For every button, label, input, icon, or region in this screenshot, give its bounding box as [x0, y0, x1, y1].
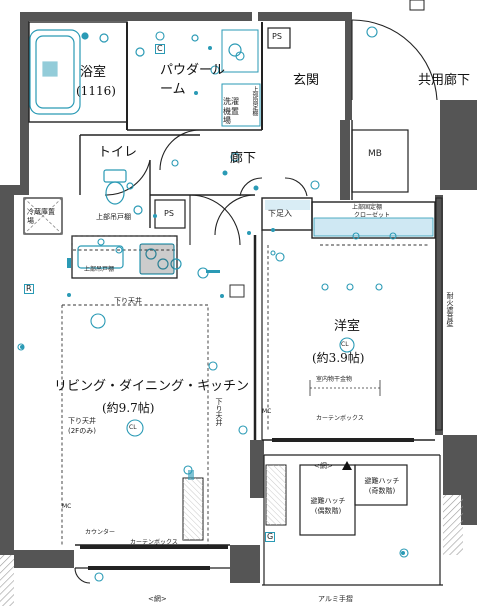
ps-label-2: PS [164, 209, 174, 218]
escape-hatch-odd: 避難ハッチ [364, 477, 400, 485]
ldk-size: (約9.7帖) [102, 401, 155, 415]
electrical-symbols [17, 26, 409, 582]
upper-shelf-powder-label: 上部固定棚 [251, 86, 258, 116]
ldk-label: リビング・ダイニング・キッチン [54, 379, 250, 394]
symbol-cl-2: CL [129, 424, 137, 431]
bathroom-label: 浴室 [80, 65, 107, 80]
symbol-cl-1: CL [341, 341, 349, 348]
toilet-label: トイレ [98, 145, 138, 160]
symbol-mc-1: MC [262, 408, 272, 415]
lowered-ceiling-top: 下り天井 [114, 297, 142, 305]
lowered-ceiling-right: 下り天井 [215, 398, 223, 426]
western-room-label: 洋室 [334, 319, 361, 334]
curtain-box-ldk-label: カーテンボックス [130, 539, 178, 546]
escape-hatch-even-note: (偶数階) [314, 507, 342, 515]
doors [74, 19, 438, 584]
upper-cabinet-kitchen-label: 上部吊戸棚 [84, 266, 115, 273]
mesh-label-bottom: <網> [148, 595, 167, 603]
interior-walls [23, 21, 443, 586]
hallway-label: 廊下 [230, 151, 257, 166]
bathroom-size: (1116) [76, 84, 116, 98]
aluminum-handrail-label: アルミ手摺 [318, 595, 353, 603]
fridge-space-label: 冷蔵庫置場 [27, 208, 55, 226]
shoe-box-label: 下足入 [268, 209, 292, 218]
fireproof-wall-label: 耐火遮音壁 [446, 292, 454, 327]
closet-label: クローゼット [354, 212, 391, 219]
outer-walls [0, 12, 477, 583]
indoor-hanger-label: 室内物干金物 [316, 376, 353, 383]
lowered-ceiling-left-note: (2Fのみ) [68, 427, 96, 435]
curtain-box-western-label: カーテンボックス [316, 415, 364, 422]
ps-label-1: PS [272, 32, 282, 41]
symbol-r: R [24, 284, 34, 294]
laundry-space-label: 洗濯機置場 [223, 97, 239, 126]
counter-label: カウンター [85, 529, 116, 536]
western-room-size: (約3.9帖) [312, 351, 365, 365]
lowered-ceiling-left: 下り天井 [68, 417, 96, 425]
symbol-mc-2: MC [62, 503, 72, 510]
common-hall-label: 共用廊下 [418, 73, 471, 88]
escape-hatch-odd-note: (奇数階) [368, 487, 396, 495]
closet-shelf-label: 上部固定棚 [352, 204, 383, 211]
powder-room-label: パウダールーム [160, 63, 226, 97]
symbol-g: G [265, 532, 276, 542]
upper-shelf-toilet-label: 上部吊戸棚 [96, 213, 131, 221]
mb-label: MB [368, 149, 382, 159]
escape-hatch-even: 避難ハッチ [310, 497, 346, 505]
entrance-label: 玄関 [293, 73, 320, 88]
bath-fixtures [29, 29, 261, 275]
symbol-c: C [155, 44, 165, 54]
mesh-label-left: <網> [314, 462, 333, 470]
